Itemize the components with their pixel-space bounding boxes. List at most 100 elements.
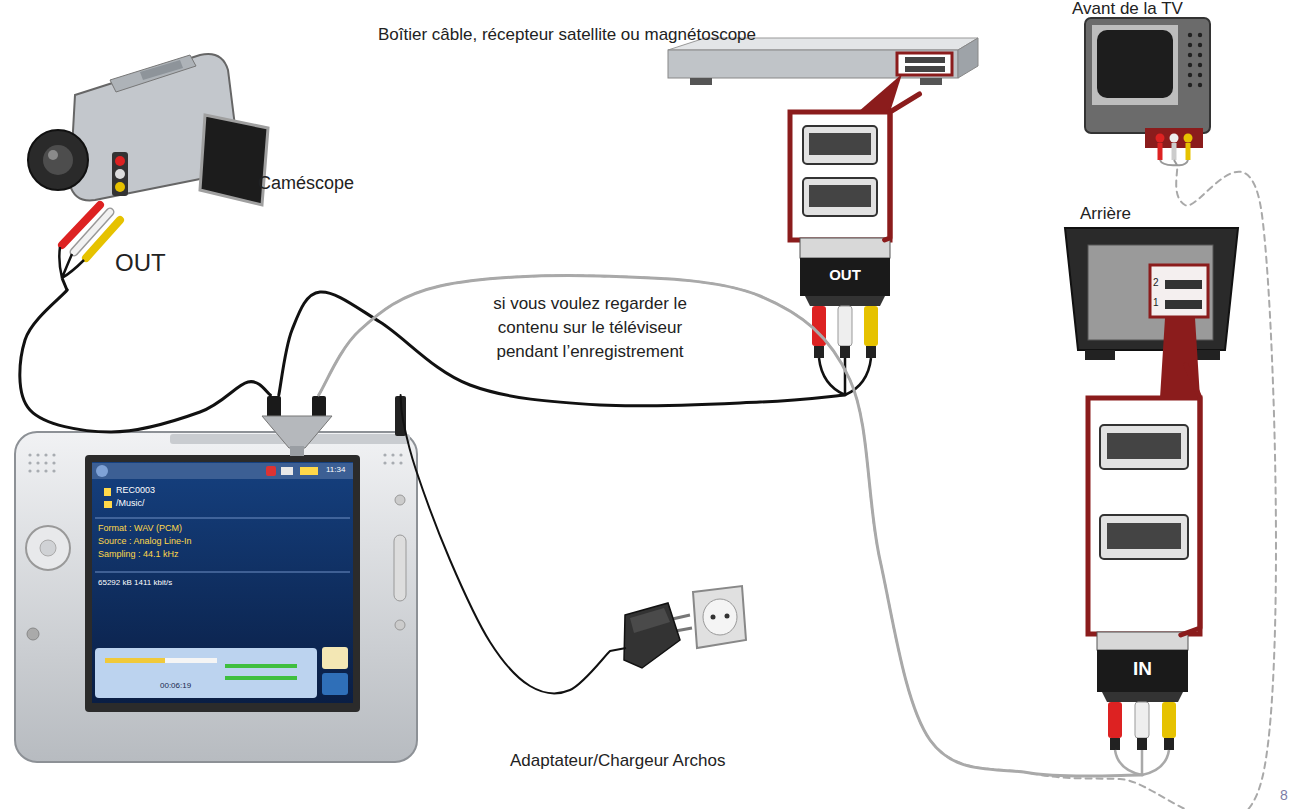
scart-in-callout-part [1164,738,1174,750]
tv-rear-illustration [1065,228,1238,360]
tv-rear: Arrière 2 1 [1060,200,1240,365]
callout-link [1181,365,1200,635]
scart-out-callout [790,74,902,395]
scart-in-callout-part [1115,750,1169,775]
scart-in-callout-part [1107,523,1181,549]
tv-front-illustration-part-part [1188,53,1192,57]
tv-front-illustration-part [1184,134,1193,143]
archos-illustration-part [267,396,281,418]
tv-rear-illustration-part [1085,350,1115,360]
archos-illustration-part [27,628,39,640]
archos-illustration-part [322,673,348,695]
scart-in-callout-part [1102,692,1183,702]
archos-illustration-part [281,467,293,475]
scart-out-callout-part [800,258,890,296]
scart-in-callout-part [1162,702,1176,738]
archos-illustration-part-part [52,453,55,456]
set-top-box-illustration-part [920,78,942,85]
archos-illustration-part [95,572,350,573]
camcorder-illustration-part [112,152,128,196]
set-top-box-illustration-part [905,66,945,72]
camcorder-illustration-part [140,60,183,80]
scart-out-callout-part [809,185,871,207]
tv-rear-text: 2 [1153,277,1159,289]
archos-player-text: /Music/ [116,498,145,509]
archos-illustration-part [96,465,108,477]
charger-illustration-part [693,586,746,648]
archos-illustration-part [95,648,317,698]
archos-illustration-part-part [44,469,47,472]
av-out-cable [319,276,1143,777]
scart-in-callout-part [1135,702,1149,738]
camcorder-text: OUT [115,248,166,277]
archos-illustration-part-part [28,453,31,456]
tv-rear-illustration-part [1165,280,1202,289]
tv-front-illustration-part-part [1198,63,1202,67]
archos-illustration-part [85,455,360,712]
tv-rear-text: Arrière [1080,204,1131,224]
tv-front-text: Avant de la TV [1072,0,1183,19]
camcorder-illustration-part [115,156,125,166]
scart-adapter-in-text: IN [1100,657,1185,680]
archos-illustration-part [300,467,318,475]
scart-in-callout-part [1107,433,1181,459]
device-box-text: Boîtier câble, récepteur satellite ou ma… [378,25,756,45]
archos-player-text: Source : Analog Line-In [98,536,192,547]
camcorder-illustration-part [48,150,58,160]
tv-front-illustration-part-part [1198,53,1202,57]
scart-in-callout-part [1088,398,1200,634]
camcorder-illustration-part [62,278,67,290]
tv-front-illustration-part [1188,33,1202,87]
camcorder-illustration-part [115,182,125,192]
scart-in-callout-part [1108,702,1122,738]
archos-illustration-part [28,453,402,472]
tv-front-illustration-part-part [1188,33,1192,37]
charger-illustration-part [725,614,730,619]
tv-front-illustration-part [1170,134,1179,143]
archos-illustration-part-part [52,469,55,472]
scart-out-callout-part [838,306,852,346]
archos-illustration-part-part [383,461,386,464]
archos-player-text: 11:34 [326,465,345,475]
scart-adapter-out: OUT [800,240,890,395]
tv-front-illustration-part-part [1198,83,1202,87]
archos-illustration-part-part [36,469,39,472]
set-top-box-illustration-part [958,38,978,78]
page-number: 8 [1280,787,1288,804]
tv-front-illustration-part-part [1198,43,1202,47]
tv-front-illustration-part [1156,134,1165,143]
archos-illustration-part [395,495,405,505]
scart-in-callout-part [1100,425,1188,469]
scart-in-callout [1088,318,1200,775]
archos-player-text: 00:06:19 [160,681,191,691]
archos-illustration-part-part [391,461,394,464]
scart-out-callout-part [840,346,850,358]
tv-front-illustration-part-part [1188,73,1192,77]
archos-illustration-part-part [44,461,47,464]
camcorder-illustration [28,54,268,290]
scart-in-callout-part [1100,515,1188,559]
archos-illustration-part [15,432,417,762]
archos-player-text: REC0003 [116,485,155,496]
tv-rear-illustration-part [1150,265,1208,317]
archos-illustration-part [266,466,276,476]
set-top-box-illustration [668,38,978,85]
charger-text: Adaptateur/Chargeur Archos [510,751,725,771]
tv-front: Avant de la TV [1070,0,1240,165]
tv-front-illustration-part [1158,143,1163,160]
archos-illustration-part-part [383,453,386,456]
tv-front-illustration-part-part [1198,33,1202,37]
archos-illustration-part-part [391,453,394,456]
camcorder-illustration-part [110,55,196,92]
camcorder-illustration-part [59,247,84,278]
tv-front-illustration-part [1172,143,1177,160]
archos-illustration-part [95,518,350,519]
tv-front-illustration-part-part [1188,83,1192,87]
charger-illustration-part [630,608,670,633]
tv-rear-text: 1 [1153,297,1159,309]
archos-illustration-part [225,676,297,680]
charger-illustration-part [703,599,737,635]
power-cable [401,395,610,693]
archos-player-text: Format : WAV (PCM) [98,523,182,534]
